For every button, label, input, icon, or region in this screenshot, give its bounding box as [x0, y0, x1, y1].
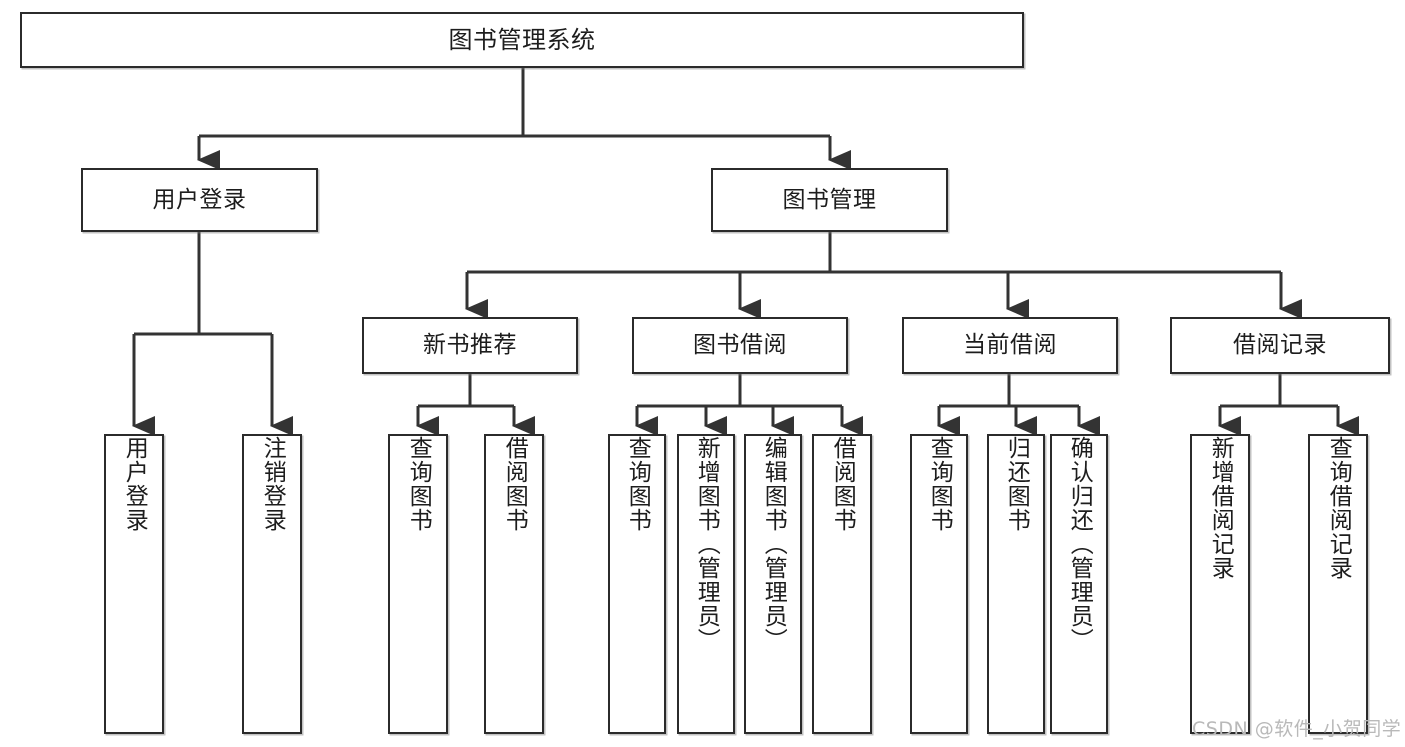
leaf-add-borrow-record[interactable]: 新增借阅记录 [1190, 434, 1250, 734]
leaf-logout[interactable]: 注销登录 [242, 434, 302, 734]
leaf-edit-book-admin[interactable]: 编辑图书（管理员） [744, 434, 802, 734]
csdn-watermark: CSDN @软件_小贺同学 [1192, 718, 1402, 740]
leaf-borrow-book-recommend-label: 借阅图书 [501, 436, 528, 532]
node-current-borrow-label: 当前借阅 [963, 332, 1057, 358]
leaf-borrow-book[interactable]: 借阅图书 [812, 434, 872, 734]
leaf-user-login[interactable]: 用户登录 [104, 434, 164, 734]
leaf-add-borrow-record-label: 新增借阅记录 [1207, 436, 1234, 580]
leaf-borrow-book-recommend[interactable]: 借阅图书 [484, 434, 544, 734]
node-current-borrow[interactable]: 当前借阅 [902, 317, 1118, 374]
leaf-edit-book-admin-label: 编辑图书（管理员） [760, 436, 787, 652]
node-book-management[interactable]: 图书管理 [711, 168, 948, 232]
node-root[interactable]: 图书管理系统 [20, 12, 1024, 68]
leaf-query-book-current-label: 查询图书 [926, 436, 953, 532]
node-borrow-record[interactable]: 借阅记录 [1170, 317, 1390, 374]
leaf-confirm-return-admin-label: 确认归还（管理员） [1066, 436, 1093, 652]
leaf-query-book-recommend-label: 查询图书 [405, 436, 432, 532]
leaf-borrow-book-label: 借阅图书 [829, 436, 856, 532]
leaf-query-book[interactable]: 查询图书 [608, 434, 666, 734]
leaf-query-book-recommend[interactable]: 查询图书 [388, 434, 448, 734]
leaf-confirm-return-admin[interactable]: 确认归还（管理员） [1050, 434, 1108, 734]
node-user-login-label: 用户登录 [152, 186, 247, 213]
leaf-query-book-label: 查询图书 [624, 436, 651, 532]
leaf-add-book-admin-label: 新增图书（管理员） [693, 436, 720, 652]
leaf-return-book-label: 归还图书 [1003, 436, 1030, 532]
node-root-label: 图书管理系统 [448, 26, 596, 54]
node-book-borrow[interactable]: 图书借阅 [632, 317, 848, 374]
node-borrow-record-label: 借阅记录 [1233, 332, 1327, 358]
node-new-book-recommend-label: 新书推荐 [423, 332, 517, 358]
leaf-query-borrow-record[interactable]: 查询借阅记录 [1308, 434, 1368, 734]
leaf-return-book[interactable]: 归还图书 [987, 434, 1045, 734]
node-new-book-recommend[interactable]: 新书推荐 [362, 317, 578, 374]
node-book-borrow-label: 图书借阅 [693, 332, 787, 358]
node-user-login[interactable]: 用户登录 [81, 168, 318, 232]
leaf-query-borrow-record-label: 查询借阅记录 [1325, 436, 1352, 580]
leaf-add-book-admin[interactable]: 新增图书（管理员） [677, 434, 735, 734]
leaf-query-book-current[interactable]: 查询图书 [910, 434, 968, 734]
leaf-logout-label: 注销登录 [259, 436, 286, 532]
node-book-management-label: 图书管理 [782, 186, 877, 213]
leaf-user-login-label: 用户登录 [121, 436, 148, 532]
